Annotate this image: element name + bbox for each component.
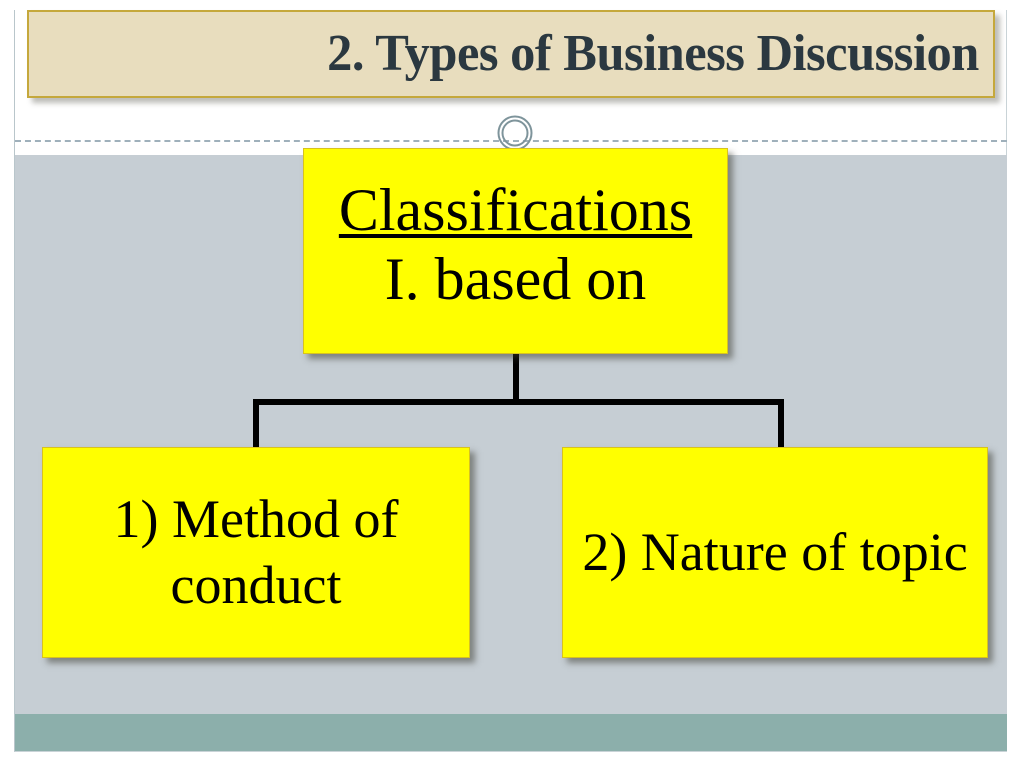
page-title: 2. Types of Business Discussion: [327, 25, 979, 82]
diagram-node-root-subheading: I. based on: [384, 245, 647, 312]
title-divider-dashed: [15, 140, 1007, 142]
diagram-node-nature-of-topic[interactable]: 2) Nature of topic: [562, 447, 988, 658]
slide-footer-band: [15, 714, 1007, 751]
diagram-node-method-of-conduct[interactable]: 1) Method of conduct: [42, 447, 470, 658]
connector-drop-left: [253, 399, 259, 449]
diagram-node-label: 1) Method of conduct: [113, 488, 399, 615]
diagram-node-root-heading: Classifications: [338, 177, 693, 243]
slide-title-box: 2. Types of Business Discussion: [27, 10, 995, 98]
diagram-node-label: 2) Nature of topic: [582, 521, 968, 582]
connector-stem-vertical: [513, 354, 519, 402]
connector-drop-right: [778, 399, 784, 449]
diagram-node-root[interactable]: Classifications I. based on: [303, 148, 728, 354]
connector-crossbar: [253, 399, 784, 405]
